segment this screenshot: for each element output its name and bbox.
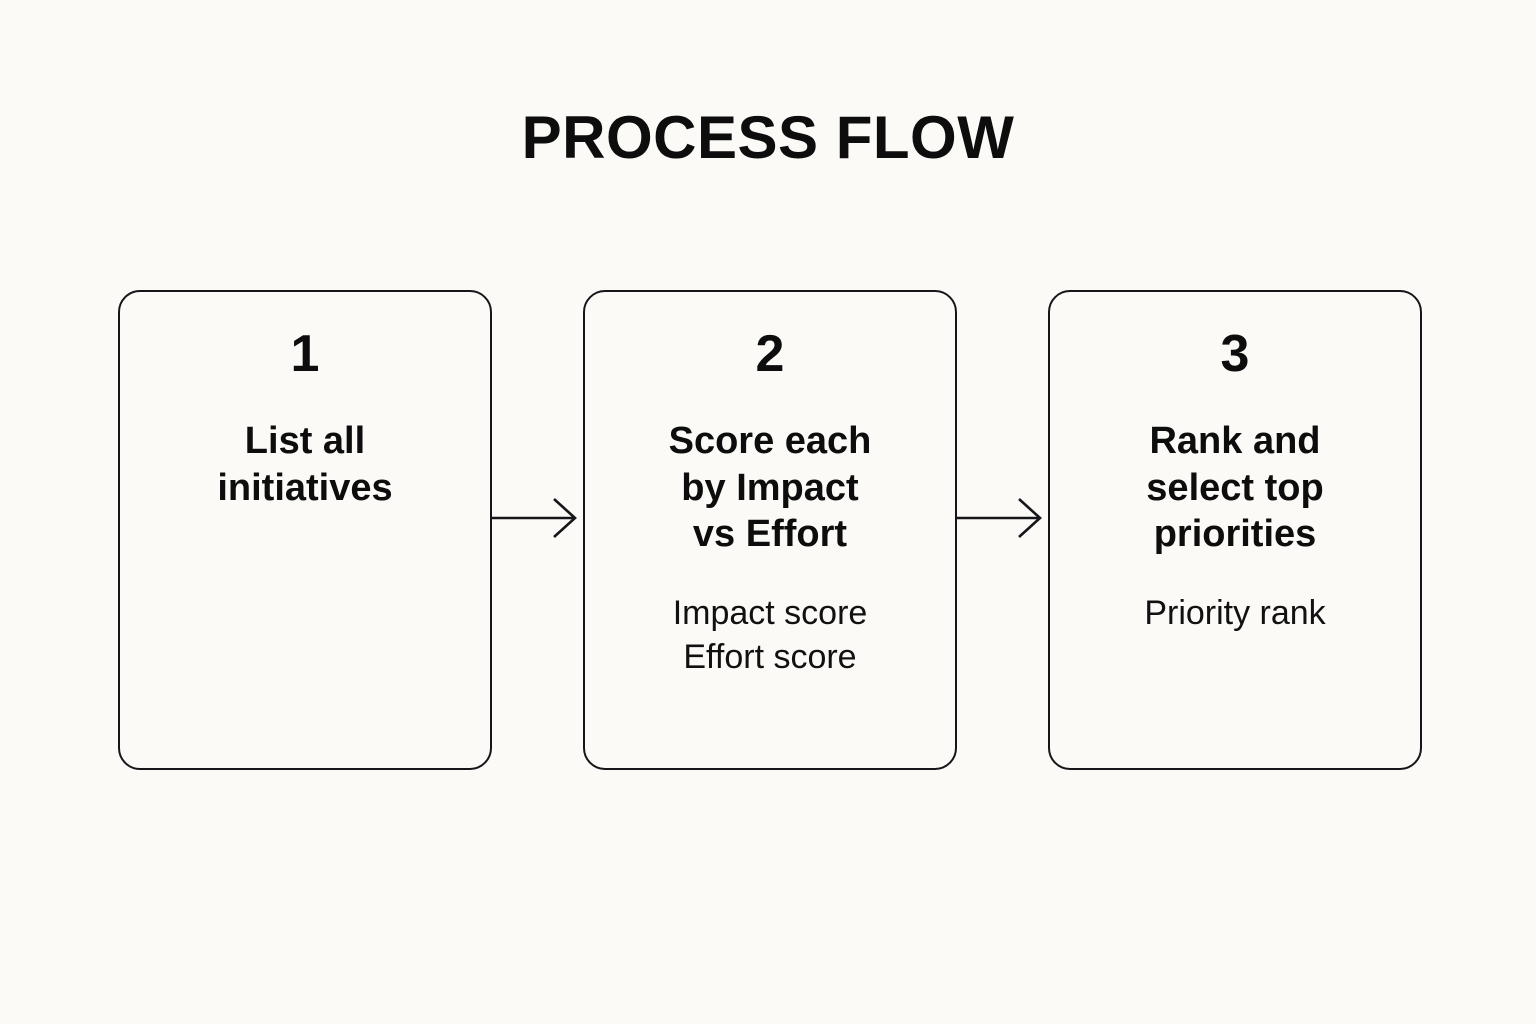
step-number-2: 2 [755, 325, 785, 383]
step-label-1: List all initiatives [217, 420, 393, 509]
step-subitem: Priority rank [1144, 594, 1326, 633]
arrow-right-icon-step1-step2 [491, 494, 583, 542]
step-sublist-2: Impact score Effort score [673, 592, 868, 679]
page-title: PROCESS FLOW [521, 104, 1015, 171]
step-label-3: Rank and select top priorities [1146, 420, 1324, 556]
step-sublist-3: Priority rank [1144, 592, 1325, 636]
step-box-2[interactable]: 2 Score each by Impact vs Effort Impact … [583, 290, 957, 770]
step-box-1[interactable]: 1 List all initiatives [118, 290, 492, 770]
step-box-3[interactable]: 3 Rank and select top priorities Priorit… [1048, 290, 1422, 770]
step-number-3: 3 [1220, 325, 1250, 383]
step-subitem: Impact score [672, 594, 868, 633]
step-number-1: 1 [290, 325, 320, 383]
step-label-2: Score each by Impact vs Effort [668, 420, 872, 556]
step-subitem: Effort score [683, 637, 857, 676]
arrow-right-icon-step2-step3 [956, 494, 1048, 542]
